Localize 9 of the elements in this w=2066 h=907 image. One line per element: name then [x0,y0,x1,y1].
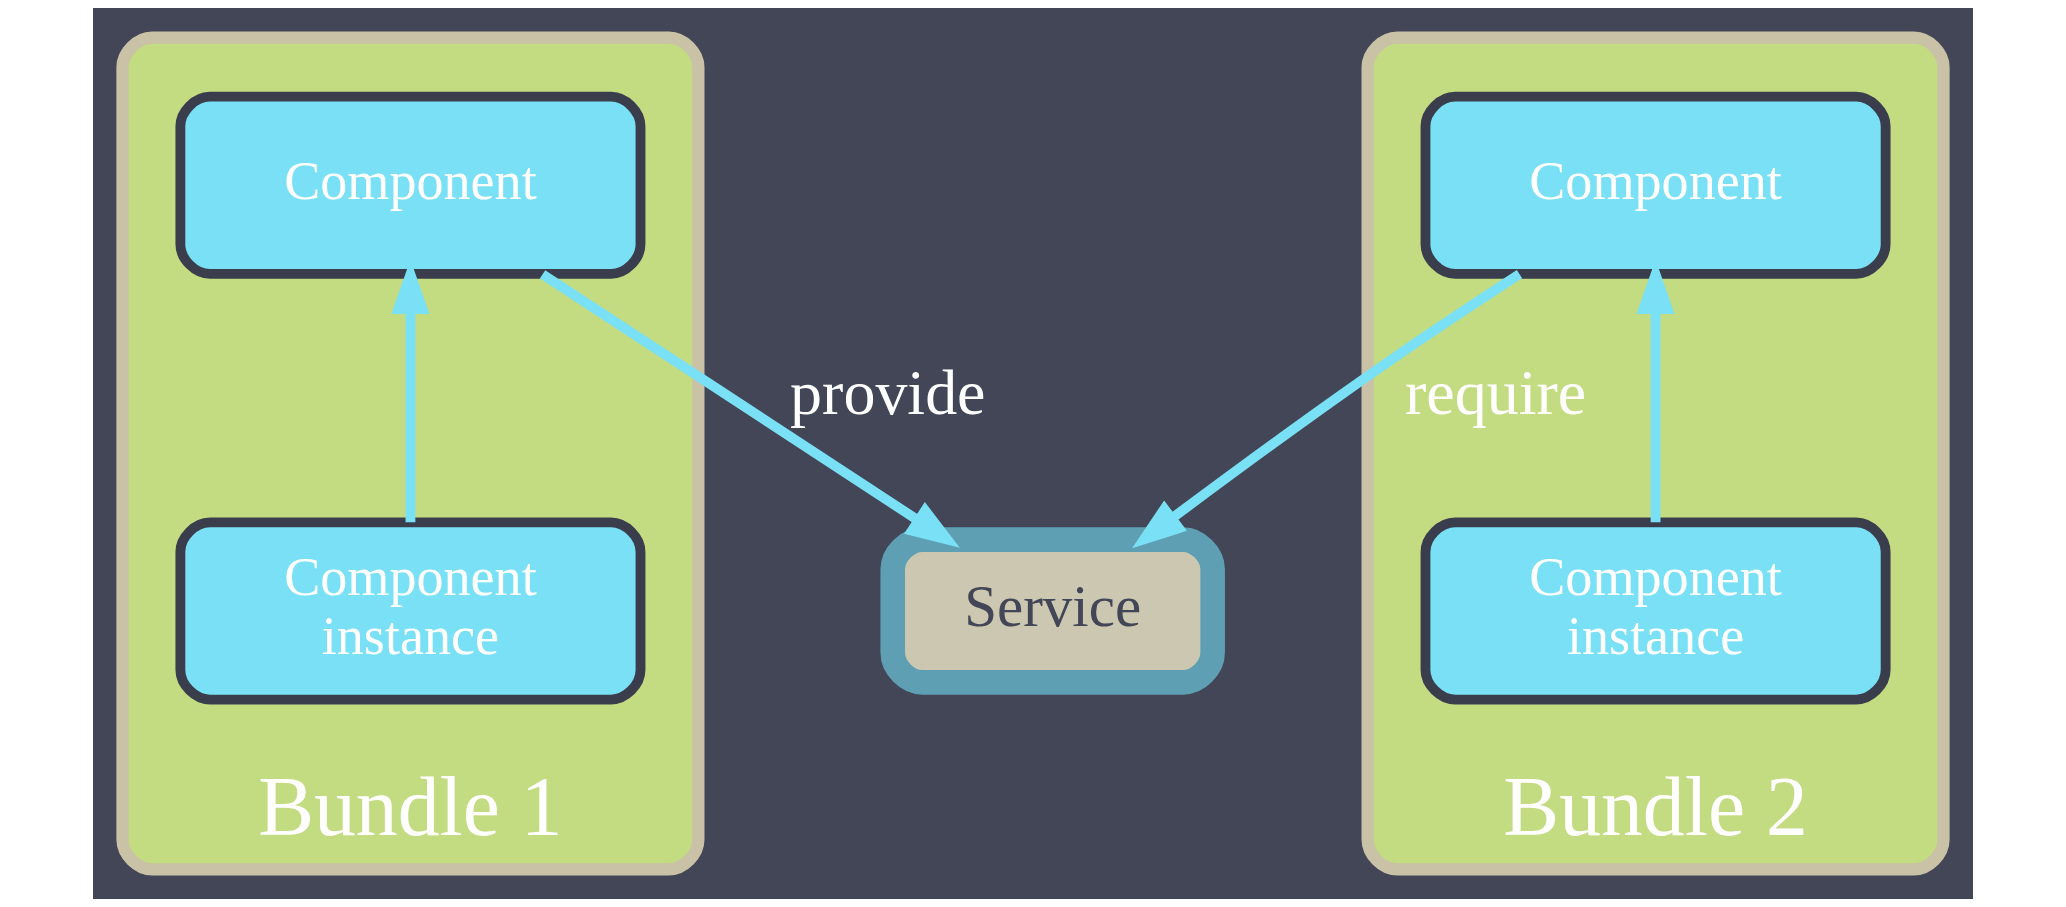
node-box: Component instance [175,517,646,705]
edge-label: provide [790,356,986,428]
node-box: Component instance [1420,517,1891,705]
arrow [539,270,960,548]
edge-label: require [1405,356,1587,428]
node-box: Component [1420,91,1891,279]
node-box: Component [175,91,646,279]
arrow [1132,270,1523,549]
node-box: Service [880,527,1225,695]
